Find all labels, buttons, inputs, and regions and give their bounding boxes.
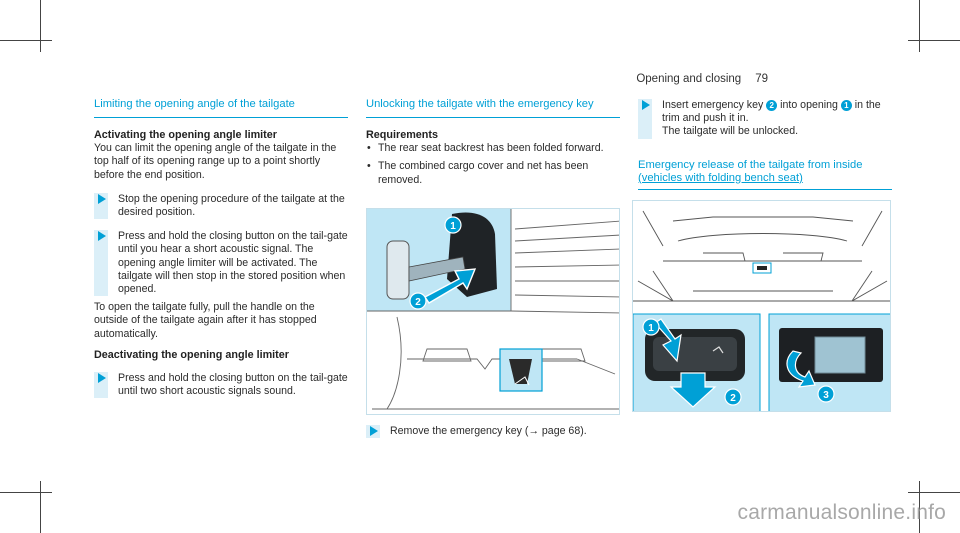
- step-remove-key: Remove the emergency key (→ page 68).: [366, 425, 620, 439]
- crop-mark: [919, 481, 920, 533]
- instruction-step: Press and hold the closing button on the…: [94, 230, 348, 297]
- subheading-requirements: Requirements: [366, 129, 438, 141]
- column-limiting-angle: Limiting the opening angle of the tailga…: [94, 98, 348, 399]
- crop-mark: [40, 481, 41, 533]
- figure-marker: 3: [823, 390, 829, 401]
- instruction-step: Remove the emergency key (→ page 68).: [366, 425, 620, 439]
- emergency-key-illustration: 1 2: [367, 209, 619, 410]
- intro-text: You can limit the opening angle of the t…: [94, 142, 337, 181]
- requirement-item: The combined cargo cover and net has bee…: [366, 160, 620, 186]
- figure-marker: 1: [450, 221, 456, 232]
- requirement-item: The rear seat backrest has been folded f…: [366, 142, 620, 155]
- header-section: Opening and closing: [636, 73, 742, 85]
- column-emergency-release: Insert emergency key 2 into opening 1 in…: [638, 99, 892, 201]
- figure-emergency-release: 1 2 3: [632, 200, 891, 412]
- crop-mark: [908, 492, 960, 493]
- marker-2-icon: 2: [766, 100, 778, 111]
- step-text: Press and hold the closing button on the…: [118, 230, 348, 296]
- title-line: (vehicles with folding bench seat): [638, 171, 803, 184]
- column-emergency-key: Unlocking the tailgate with the emergenc…: [366, 98, 620, 187]
- figure-marker: 2: [415, 297, 421, 308]
- figure-marker: 2: [730, 393, 736, 404]
- crop-mark: [0, 40, 52, 41]
- crop-mark: [40, 0, 41, 52]
- step-result-text: The tailgate will be unlocked.: [662, 125, 799, 138]
- figure-marker: 1: [648, 323, 654, 334]
- step-arrow-icon: [370, 426, 378, 436]
- marker-1-icon: 1: [840, 100, 852, 111]
- instruction-step: Insert emergency key 2 into opening 1 in…: [638, 99, 892, 139]
- figure-emergency-key: 1 2: [366, 208, 620, 415]
- step-text-pre: Remove the emergency key (: [390, 425, 529, 437]
- section-title-limiting: Limiting the opening angle of the tailga…: [94, 98, 348, 118]
- page-ref-link[interactable]: page 68).: [538, 425, 587, 437]
- running-header: Opening and closing 79: [636, 73, 768, 85]
- subheading-deactivating: Deactivating the opening angle limiter: [94, 348, 289, 361]
- instruction-step: Press and hold the closing button on the…: [94, 372, 348, 399]
- title-line: Emergency release of the tailgate from i…: [638, 158, 863, 171]
- subheading-activating: Activating the opening angle limiter: [94, 129, 277, 141]
- section-title-emergency-release: Emergency release of the tailgate from i…: [638, 159, 892, 190]
- step-text: Insert emergency key: [662, 99, 767, 111]
- section-title-unlocking: Unlocking the tailgate with the emergenc…: [366, 98, 620, 118]
- step-arrow-icon: [98, 373, 106, 384]
- instruction-step: Stop the opening procedure of the tailga…: [94, 192, 348, 220]
- page-ref-arrow-icon: →: [528, 425, 539, 437]
- step-arrow-icon: [98, 231, 106, 242]
- step-text: Press and hold the closing button on the…: [118, 372, 348, 398]
- page-number: 79: [755, 73, 768, 85]
- crop-mark: [908, 40, 960, 41]
- emergency-release-illustration: 1 2 3: [633, 210, 890, 411]
- step-text: into opening: [777, 99, 841, 111]
- note-text: To open the tailgate fully, pull the han…: [94, 301, 317, 340]
- crop-mark: [919, 0, 920, 52]
- step-arrow-icon: [642, 100, 650, 110]
- step-arrow-icon: [98, 193, 106, 204]
- step-text: Stop the opening procedure of the tailga…: [118, 192, 345, 219]
- step-text: in the trim and push it in.: [662, 99, 881, 125]
- crop-mark: [0, 492, 52, 493]
- watermark: carmanualsonline.info: [737, 501, 946, 524]
